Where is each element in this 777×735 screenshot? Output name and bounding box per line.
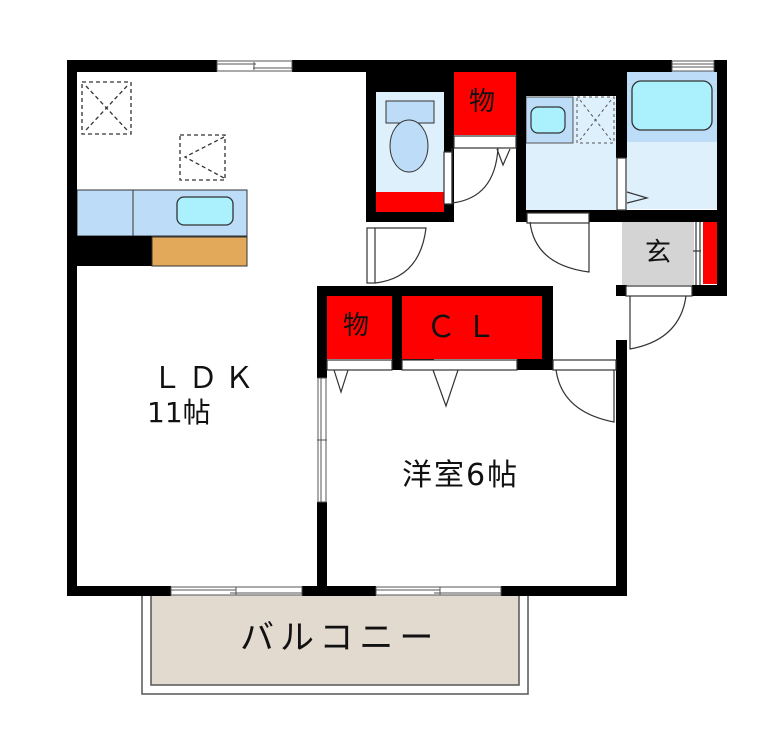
closet-label: ＣＬ <box>426 310 506 345</box>
bathtub-icon <box>631 80 713 131</box>
toilet-room <box>376 92 444 214</box>
toilet-icon <box>389 119 429 173</box>
stove-icon <box>179 134 226 181</box>
balcony <box>141 593 529 695</box>
balcony-label: バルコニー <box>240 618 440 658</box>
kitchen-counter <box>76 189 248 267</box>
ldk-size-label: 11帖 <box>147 396 211 429</box>
shoe-box <box>703 222 717 284</box>
closet <box>402 296 542 359</box>
washbasin-icon <box>530 106 566 134</box>
bathroom <box>627 71 717 209</box>
storage-small <box>327 296 392 359</box>
storage-small-label: 物 <box>343 311 370 341</box>
refrigerator-space-icon <box>81 81 132 135</box>
doors <box>326 135 701 423</box>
walls <box>67 60 727 596</box>
kitchen-sink-icon <box>176 196 234 226</box>
washing-machine-space-icon <box>576 96 615 144</box>
entrance-label: 玄 <box>645 238 672 268</box>
storage-top-label: 物 <box>469 87 496 117</box>
entrance-floor <box>622 222 694 285</box>
ldk-label: ＬＤＫ <box>152 361 260 396</box>
storage-top <box>452 72 516 135</box>
washroom <box>525 96 616 210</box>
windows <box>170 60 715 596</box>
western-room-label: 洋室6帖 <box>402 458 520 493</box>
